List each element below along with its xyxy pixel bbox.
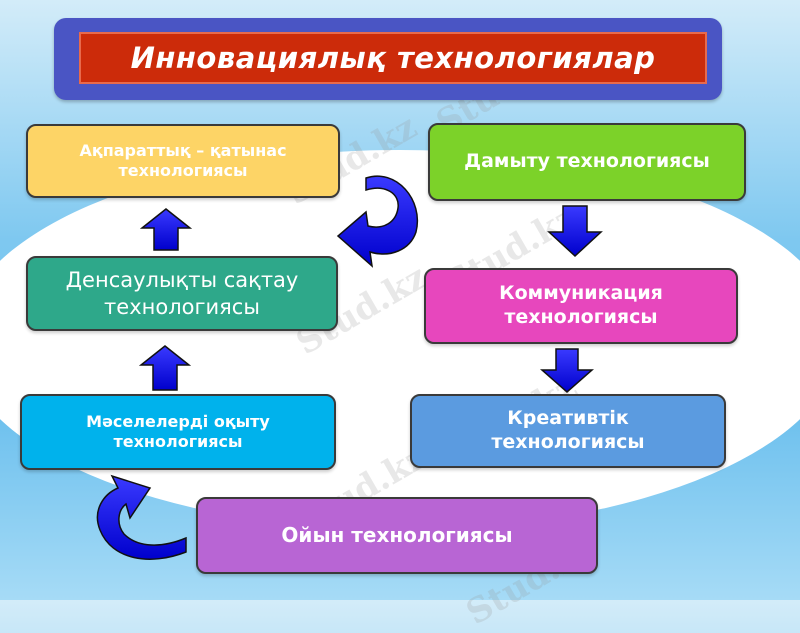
box-oiyn-technology: Ойын технологиясы [196,497,598,574]
box-label-line: технологиясы [504,306,658,328]
box-label-line: Ақпараттық – қатынас [79,141,287,160]
box-label-line: Мәселелерді оқыту [86,412,270,431]
box-maseleler-technology: Мәселелерді оқыту технологиясы [20,394,336,470]
box-label-line: технологиясы [491,431,645,453]
down-arrow-icon [540,348,594,393]
curved-arrow-icon [336,175,419,268]
box-label-line: Коммуникация [499,282,663,305]
up-arrow-icon [138,345,192,391]
box-label: Ойын технологиясы [281,523,513,547]
box-label-line: технологиясы [118,161,248,180]
down-arrow-icon [547,205,603,258]
diagram-title: Инновациялық технологиялар [79,32,707,84]
box-label-line: технологиясы [104,294,260,319]
box-label: Дамыту технологиясы [464,150,710,173]
box-densaulyk-technology: Денсаулықты сақтау технологиясы [26,256,338,331]
box-label-line: Денсаулықты сақтау [65,268,299,293]
curved-arrow-icon [96,474,187,560]
box-kommunikacia-technology: Коммуникация технологиясы [424,268,738,344]
box-kreativtik-technology: Креативтік технологиясы [410,394,726,468]
box-damytu-technology: Дамыту технологиясы [428,123,746,201]
up-arrow-icon [139,208,193,251]
arrows-layer [96,175,603,560]
box-label-line: технологиясы [113,432,243,451]
box-label-line: Креативтік [507,407,629,430]
box-akparattyk-technology: Ақпараттық – қатынас технологиясы [26,124,340,198]
